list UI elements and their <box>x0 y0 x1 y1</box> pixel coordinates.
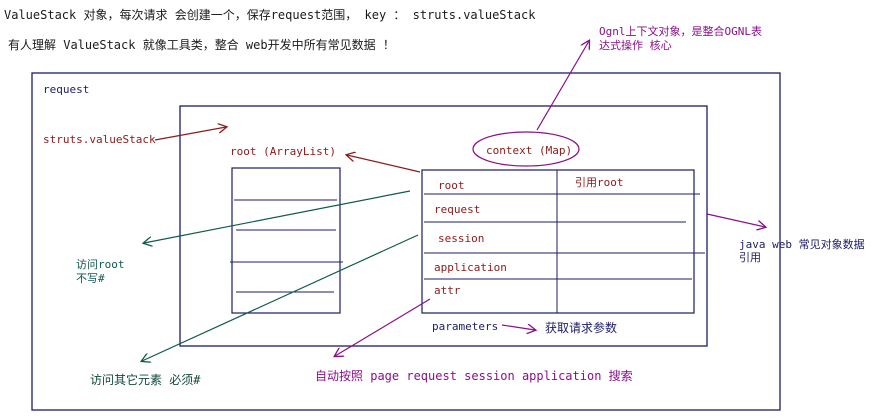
access-other-arrow <box>142 234 419 361</box>
ognl-note-line-1: Ognl上下文对象，是整合OGNL表 <box>599 25 762 38</box>
request-box <box>31 72 781 411</box>
access-other-note: 访问其它元素 必须# <box>90 373 201 387</box>
context-to-root-arrow <box>347 155 421 173</box>
valuestack-label: struts.valueStack <box>43 133 156 146</box>
valuestack-box <box>179 105 708 347</box>
ref-root-label: 引用root <box>575 176 624 189</box>
ognl-note-arrow <box>536 41 589 131</box>
parameters-arrow <box>501 325 535 330</box>
javaweb-ref-arrow <box>706 213 765 227</box>
access-root-line-1: 访问root <box>76 258 125 271</box>
context-map-table <box>421 169 695 314</box>
context-row-attr: attr <box>434 284 461 297</box>
header-line-2: 有人理解 ValueStack 就像工具类，整合 web开发中所有常见数据 ！ <box>8 38 395 52</box>
auto-search-note: 自动按照 page request session application 搜索 <box>315 369 633 383</box>
javaweb-note-line-2: 引用 <box>739 251 761 264</box>
context-title: context (Map) <box>486 144 573 157</box>
access-root-arrow <box>144 190 411 243</box>
parameters-label: parameters <box>432 320 499 333</box>
context-row-root: root <box>438 179 465 192</box>
request-label: request <box>43 83 90 96</box>
context-row-session: session <box>438 232 485 245</box>
auto-search-arrow <box>335 298 431 356</box>
context-ellipse <box>472 131 580 167</box>
root-arraylist-box <box>231 167 341 314</box>
context-row-application: application <box>434 261 507 274</box>
root-title: root (ArrayList) <box>230 145 336 158</box>
valuestack-pointer-arrow <box>154 127 226 141</box>
context-row-request: request <box>434 203 481 216</box>
ognl-note-line-2: 达式操作 核心 <box>599 39 672 52</box>
params-note: 获取请求参数 <box>545 321 618 335</box>
access-root-line-2: 不写# <box>76 272 105 285</box>
header-line-1: ValueStack 对象，每次请求 会创建一个，保存request范围， ke… <box>4 8 536 22</box>
javaweb-note-line-1: java web 常见对象数据 <box>739 238 865 251</box>
